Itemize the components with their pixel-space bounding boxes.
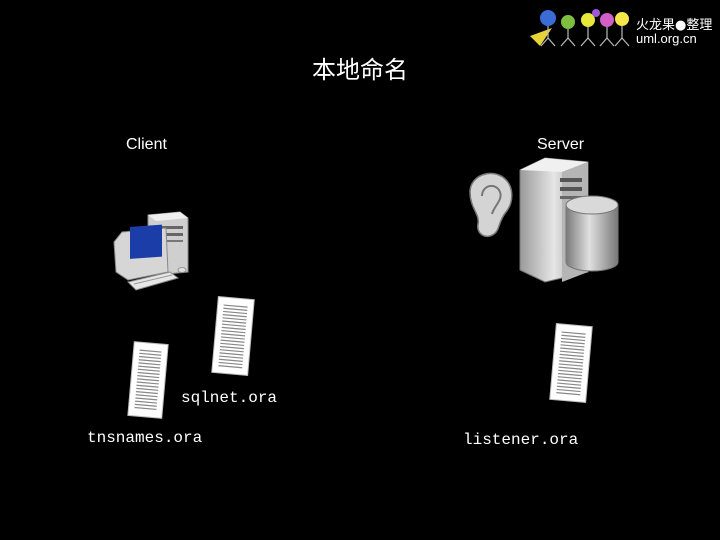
client-computer-icon [113, 211, 189, 291]
sqlnet-label: sqlnet.ora [181, 389, 278, 407]
logo-dot [581, 13, 595, 27]
sqlnet-document-icon [211, 296, 255, 376]
logo-dot [615, 12, 629, 26]
ear-icon [469, 172, 513, 238]
client-label: Client [126, 136, 167, 153]
tnsnames-document-icon [127, 341, 169, 419]
logo-text-brand: 火龙果●整理 [636, 18, 713, 33]
logo-dot [561, 15, 575, 29]
listener-document-icon [549, 323, 593, 403]
logo-dot [600, 13, 614, 27]
listener-label: listener.ora [463, 431, 579, 449]
server-label: Server [537, 136, 585, 153]
logo-pencil-icon [530, 28, 552, 46]
slide-title: 本地命名 [312, 56, 408, 84]
database-icon [565, 195, 619, 272]
logo-text-url: uml.org.cn [636, 31, 697, 46]
logo-dot [540, 10, 556, 26]
tnsnames-label: tnsnames.ora [87, 429, 203, 447]
